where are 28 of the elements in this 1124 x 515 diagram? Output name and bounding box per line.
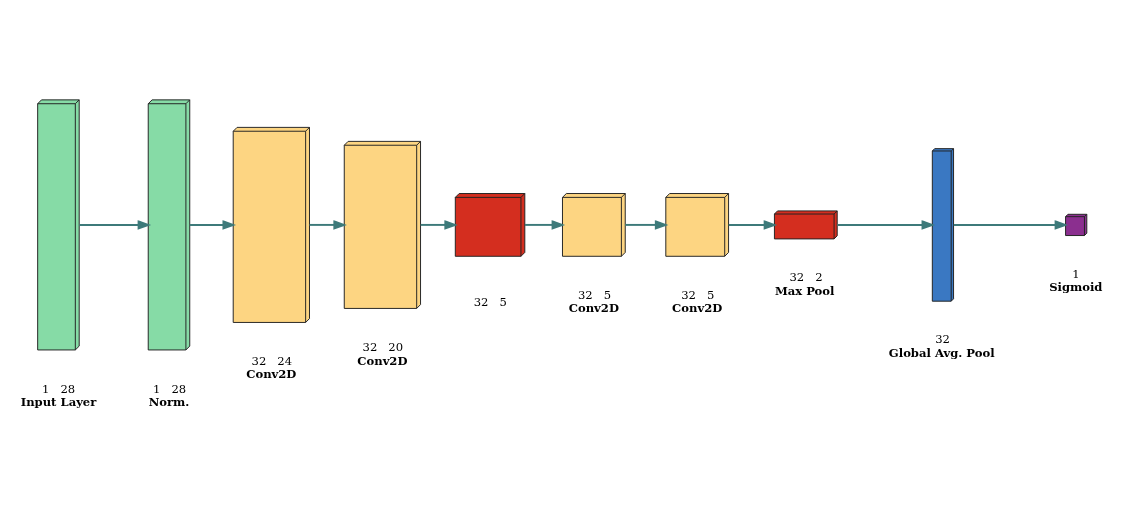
node-label: 32 5 xyxy=(577,287,612,302)
arrow xyxy=(419,220,458,230)
arrow xyxy=(78,220,152,230)
node-label: Input Layer xyxy=(20,395,97,410)
arrow xyxy=(524,220,566,230)
node-label: Conv2D xyxy=(672,301,723,316)
node-label: 1 28 xyxy=(42,381,76,396)
node-label: 1 28 xyxy=(153,381,187,396)
arrow xyxy=(952,220,1069,230)
arrow xyxy=(308,220,347,230)
arrow xyxy=(188,220,237,230)
node-label: Norm. xyxy=(148,395,190,410)
node-label: Conv2D xyxy=(357,353,408,368)
node-label: Sigmoid xyxy=(1049,280,1103,295)
arrow xyxy=(624,220,669,230)
arrow xyxy=(727,220,778,230)
node-label: Conv2D xyxy=(246,367,297,382)
node-label: 32 20 xyxy=(362,340,404,355)
node-label: 32 24 xyxy=(251,353,293,368)
node-label: 32 5 xyxy=(473,294,507,309)
arrow xyxy=(836,220,936,230)
node-label: 32 xyxy=(935,332,950,347)
node-label: 32 5 xyxy=(681,287,715,302)
node-label: Conv2D xyxy=(568,301,619,316)
node-label: Max Pool xyxy=(774,284,835,299)
node-label: 1 xyxy=(1072,266,1080,281)
node-label: 32 2 xyxy=(789,270,823,285)
node-label: Global Avg. Pool xyxy=(888,345,995,360)
